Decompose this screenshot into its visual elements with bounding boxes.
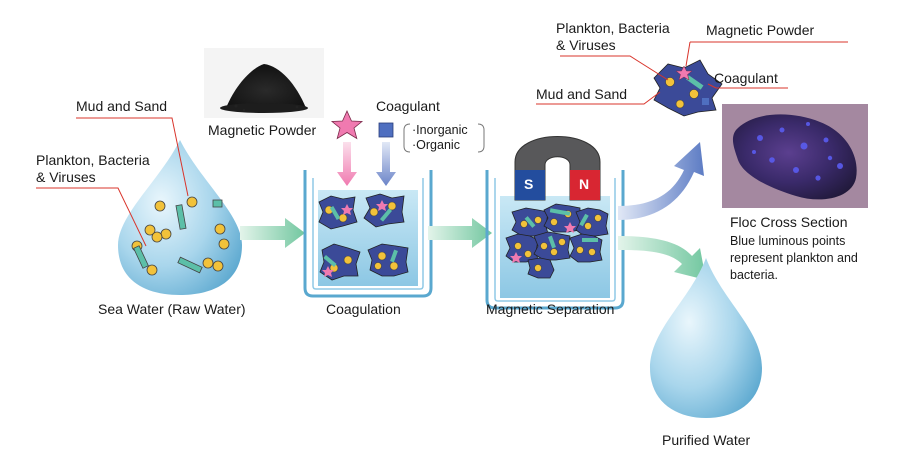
magnetic-powder-star-icon <box>330 110 364 140</box>
flow-arrow-1 <box>240 218 305 248</box>
bullet-icon: · <box>412 138 417 152</box>
flow-arrow-2 <box>428 218 492 248</box>
bullet-icon: · <box>412 123 417 137</box>
floc-section-desc-2: represent plankton and <box>730 251 858 265</box>
magnet-pole-s: S <box>524 176 534 192</box>
legend-magnetic-powder-label: Magnetic Powder <box>706 22 815 38</box>
magnet-pole-n: N <box>579 176 590 192</box>
leader-lines-raw <box>36 117 189 247</box>
legend-plankton-label-2: & Viruses <box>556 37 616 53</box>
coagulant-label: Coagulant <box>376 98 440 114</box>
particle-sediment-group <box>131 196 230 276</box>
floc-section-title: Floc Cross Section <box>730 214 848 230</box>
coagulant-bracket <box>403 123 485 153</box>
coagulation-tank <box>303 170 433 298</box>
raw-plankton-label-2: & Viruses <box>36 169 96 185</box>
legend-plankton-label-1: Plankton, Bacteria <box>556 20 670 36</box>
coagulant-type-organic: ·Organic <box>412 138 460 153</box>
coagulant-type-inorganic-text: Inorganic <box>416 123 468 137</box>
floc-group-separation <box>505 203 609 279</box>
raw-mud-label: Mud and Sand <box>76 98 168 114</box>
separation-label: Magnetic Separation <box>486 301 615 317</box>
legend-mud-label: Mud and Sand <box>536 86 628 102</box>
coagulation-label: Coagulation <box>326 301 401 317</box>
floc-cross-section-photo <box>722 104 868 208</box>
coagulant-square-icon <box>378 122 394 138</box>
floc-section-desc-3: bacteria. <box>730 268 778 282</box>
magnetic-powder-down-arrow <box>337 142 357 186</box>
coagulant-down-arrow <box>376 142 396 186</box>
magnet <box>514 136 601 201</box>
flow-arrow-to-purified <box>618 236 706 280</box>
raw-plankton-label-1: Plankton, Bacteria <box>36 152 150 168</box>
purified-water-label: Purified Water <box>662 432 751 448</box>
raw-water-label: Sea Water (Raw Water) <box>98 301 246 317</box>
coagulant-type-organic-text: Organic <box>416 138 460 152</box>
floc-group-coagulation <box>318 193 409 281</box>
purified-water-drop <box>650 258 762 418</box>
raw-water-drop <box>118 140 242 295</box>
magnetic-powder-photo <box>204 48 324 118</box>
flow-arrow-to-floc <box>618 142 704 220</box>
magnetic-powder-label: Magnetic Powder <box>208 122 317 138</box>
floc-section-desc-1: Blue luminous points <box>730 234 846 248</box>
coagulant-type-inorganic: ·Inorganic <box>412 123 468 138</box>
leader-lines-floc <box>536 41 848 105</box>
legend-coagulant-label: Coagulant <box>714 70 778 86</box>
floc-legend-diagram <box>653 59 723 117</box>
